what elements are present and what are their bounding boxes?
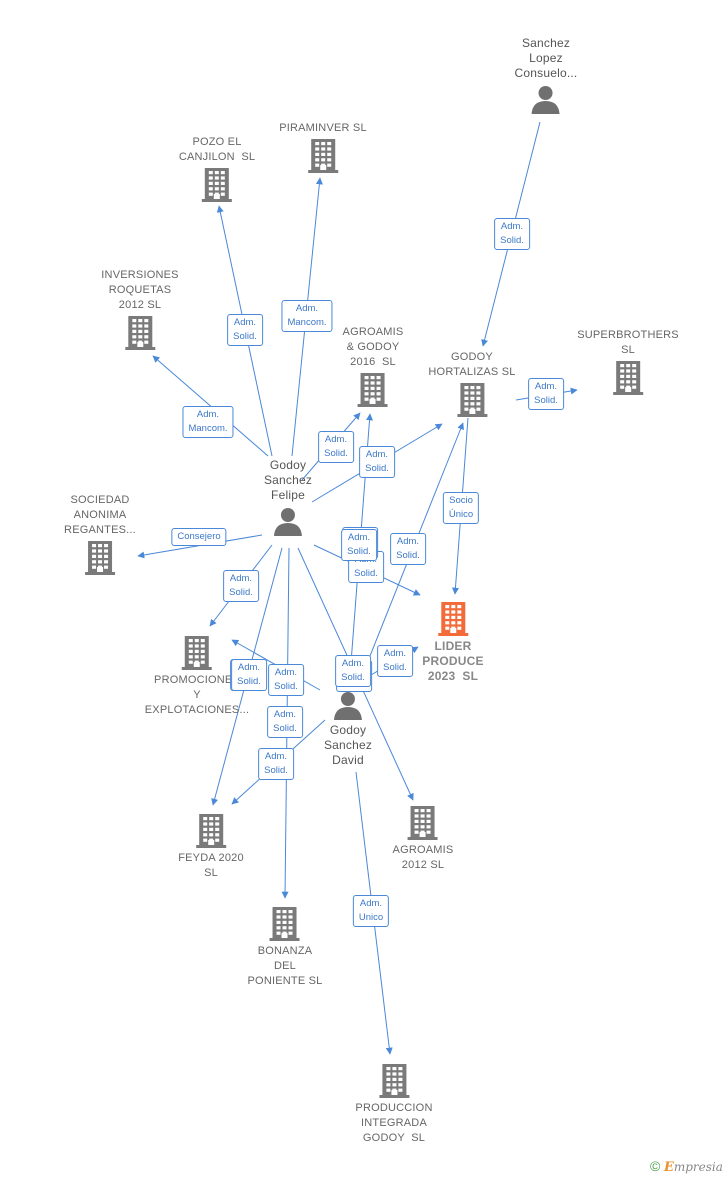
building-icon xyxy=(64,541,136,575)
building-icon xyxy=(145,636,249,670)
node-felipe[interactable]: Godoy Sanchez Felipe xyxy=(264,458,312,536)
person-icon xyxy=(264,506,312,536)
node-label: Sanchez Lopez Consuelo... xyxy=(514,36,578,80)
edge-label[interactable]: Adm. Mancom. xyxy=(182,406,234,438)
edge-label[interactable]: Adm. Solid. xyxy=(390,533,426,565)
building-icon xyxy=(577,361,679,395)
edge-label[interactable]: Adm. Solid. xyxy=(227,314,263,346)
edge-label[interactable]: Adm. Solid. xyxy=(359,446,395,478)
node-label: GODOY HORTALIZAS SL xyxy=(428,351,516,378)
node-label: PIRAMINVER SL xyxy=(279,122,367,134)
node-label: INVERSIONES ROQUETAS 2012 SL xyxy=(101,269,179,311)
edge-label[interactable]: Socio Único xyxy=(442,492,480,524)
edge-label[interactable]: Adm. Solid. xyxy=(268,664,304,696)
node-label: BONANZA DEL PONIENTE SL xyxy=(247,945,323,987)
building-icon xyxy=(393,806,454,840)
node-bonanza[interactable]: BONANZA DEL PONIENTE SL xyxy=(248,907,323,989)
node-godoy-hortalizas[interactable]: GODOY HORTALIZAS SL xyxy=(428,350,515,417)
node-label: AGROAMIS & GODOY 2016 SL xyxy=(342,326,404,368)
edge-label[interactable]: Adm. Solid. xyxy=(231,659,267,691)
node-inversiones[interactable]: INVERSIONES ROQUETAS 2012 SL xyxy=(101,268,178,350)
edge-label[interactable]: Adm. Solid. xyxy=(528,378,564,410)
building-icon xyxy=(179,168,255,202)
brand-logo: © Empresia xyxy=(650,1158,723,1175)
building-icon xyxy=(422,602,483,636)
edge-label[interactable]: Adm. Solid. xyxy=(377,645,413,677)
node-sanchez-lopez[interactable]: Sanchez Lopez Consuelo... xyxy=(515,36,578,114)
edge-label[interactable]: Adm. Unico xyxy=(352,895,390,927)
node-feyda[interactable]: FEYDA 2020 SL xyxy=(178,814,244,881)
node-promociones[interactable]: PROMOCIONES Y EXPLOTACIONES... xyxy=(145,636,249,718)
node-pozo[interactable]: POZO EL CANJILON SL xyxy=(179,135,255,202)
building-icon xyxy=(279,139,367,173)
edge-label[interactable]: Adm. Solid. xyxy=(335,655,371,687)
brand-name: mpresia xyxy=(673,1160,723,1174)
node-label: LIDER PRODUCE 2023 SL xyxy=(422,639,484,683)
node-label: Godoy Sanchez David xyxy=(323,723,373,767)
edge-label[interactable]: Adm. Solid. xyxy=(494,218,530,250)
node-label: PROMOCIONES Y EXPLOTACIONES... xyxy=(144,674,250,716)
edge-label[interactable]: Adm. Mancom. xyxy=(281,300,333,332)
brand-initial: E xyxy=(663,1160,674,1175)
building-icon xyxy=(343,373,404,407)
building-icon xyxy=(428,383,515,417)
edge-label[interactable]: Adm. Solid. xyxy=(267,706,303,738)
edge-label[interactable]: Consejero xyxy=(171,528,227,546)
building-icon xyxy=(101,316,178,350)
edge-label[interactable]: Adm. Solid. xyxy=(258,748,294,780)
edge-label[interactable]: Adm. Solid. xyxy=(341,529,377,561)
node-agroamis2012[interactable]: AGROAMIS 2012 SL xyxy=(393,806,454,873)
node-label: AGROAMIS 2012 SL xyxy=(392,844,454,871)
node-label: SOCIEDAD ANONIMA REGANTES... xyxy=(64,494,136,536)
copyright-icon: © xyxy=(650,1158,661,1174)
node-lider[interactable]: LIDER PRODUCE 2023 SL xyxy=(422,602,484,684)
building-icon xyxy=(355,1064,432,1098)
node-piraminver[interactable]: PIRAMINVER SL xyxy=(279,121,367,173)
node-label: Godoy Sanchez Felipe xyxy=(263,458,313,502)
node-superbrothers[interactable]: SUPERBROTHERS SL xyxy=(577,328,679,395)
edge-label[interactable]: Adm. Solid. xyxy=(318,431,354,463)
node-agroamis-godoy[interactable]: AGROAMIS & GODOY 2016 SL xyxy=(343,325,404,407)
building-icon xyxy=(178,814,244,848)
node-label: POZO EL CANJILON SL xyxy=(178,136,256,163)
node-sociedad[interactable]: SOCIEDAD ANONIMA REGANTES... xyxy=(64,493,136,575)
person-icon xyxy=(324,690,372,720)
building-icon xyxy=(248,907,323,941)
node-label: PRODUCCION INTEGRADA GODOY SL xyxy=(355,1102,433,1144)
node-david[interactable]: Godoy Sanchez David xyxy=(324,690,372,768)
node-label: SUPERBROTHERS SL xyxy=(577,329,679,356)
edge-label[interactable]: Adm. Solid. xyxy=(223,570,259,602)
node-label: FEYDA 2020 SL xyxy=(178,852,244,879)
node-produccion[interactable]: PRODUCCION INTEGRADA GODOY SL xyxy=(355,1064,432,1146)
person-icon xyxy=(515,84,578,114)
